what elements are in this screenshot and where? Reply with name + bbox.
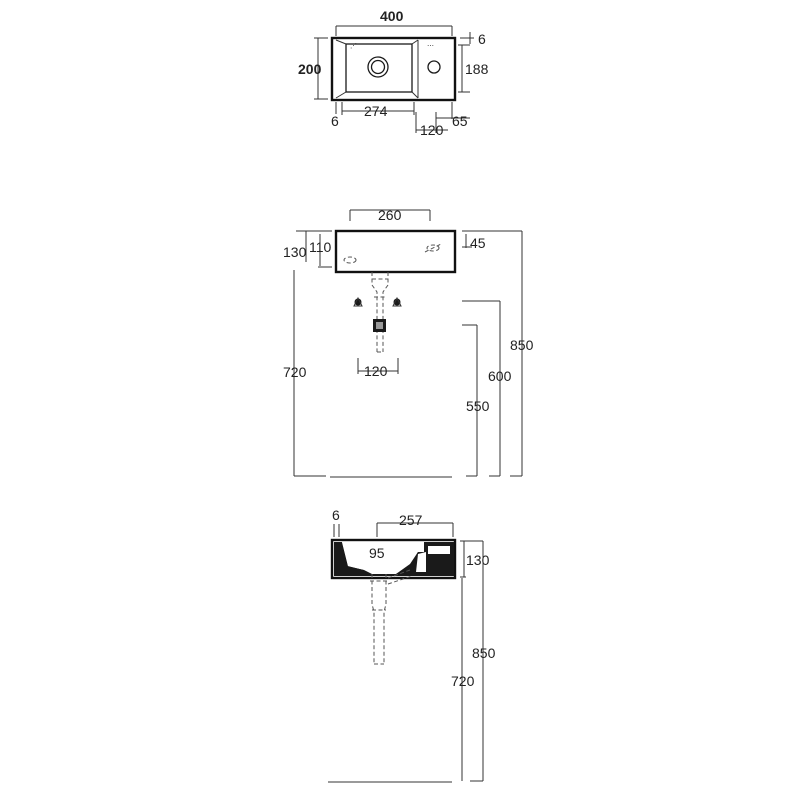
top-view: ⋰ ⋯ 400 200 6 188 6 274 12 [298,8,489,138]
tap-hole-icon [427,60,441,74]
side-view-basin-outline [330,538,457,580]
front-view-tap-icon [426,244,440,252]
dim-top-right-offset: 6 [478,31,486,47]
dim-front-overflow-height: 45 [470,235,486,251]
top-view-basin-outline [330,36,457,102]
dim-top-width: 400 [380,8,404,24]
dim-side-total-height: 850 [472,645,496,661]
side-view: 6 257 95 130 850 720 [328,507,496,783]
front-view-basin-outline [334,229,457,274]
dim-top-depth: 200 [298,61,322,77]
dim-top-tap-center: 120 [420,122,444,138]
dim-front-bowl-width: 260 [378,207,402,223]
valve-right-icon [393,298,401,306]
dim-top-tap-edge: 65 [452,113,468,129]
dim-front-top-height: 720 [283,364,307,380]
front-view-overflow-icon [343,256,357,264]
drain-icon [367,56,389,78]
dim-side-top-height: 720 [451,673,475,689]
top-view-bowl-inner [345,43,413,93]
dim-side-bowl-depth: 95 [369,545,385,561]
valve-left-icon [354,298,362,306]
svg-text:⋯: ⋯ [427,43,434,50]
dim-side-height: 130 [466,552,490,568]
side-view-drain-pipe [371,574,387,665]
dim-front-total-height: 850 [510,337,534,353]
dim-front-height: 130 [283,244,307,260]
trap-pipe [371,272,389,353]
dim-side-depth: 257 [399,512,423,528]
svg-text:⋰: ⋰ [350,43,357,50]
dim-top-bowl-width: 274 [364,103,388,119]
dim-front-trap-spacing: 120 [364,363,388,379]
front-view: 260 130 110 45 120 720 850 600 [283,207,534,478]
dim-front-inner-height: 110 [309,239,332,255]
dim-front-supply-height: 550 [466,398,490,414]
dim-side-rim: 6 [332,507,340,523]
dim-top-inner-depth: 188 [465,61,489,77]
dim-top-left-offset: 6 [331,113,339,129]
dim-front-waste-height: 600 [488,368,512,384]
